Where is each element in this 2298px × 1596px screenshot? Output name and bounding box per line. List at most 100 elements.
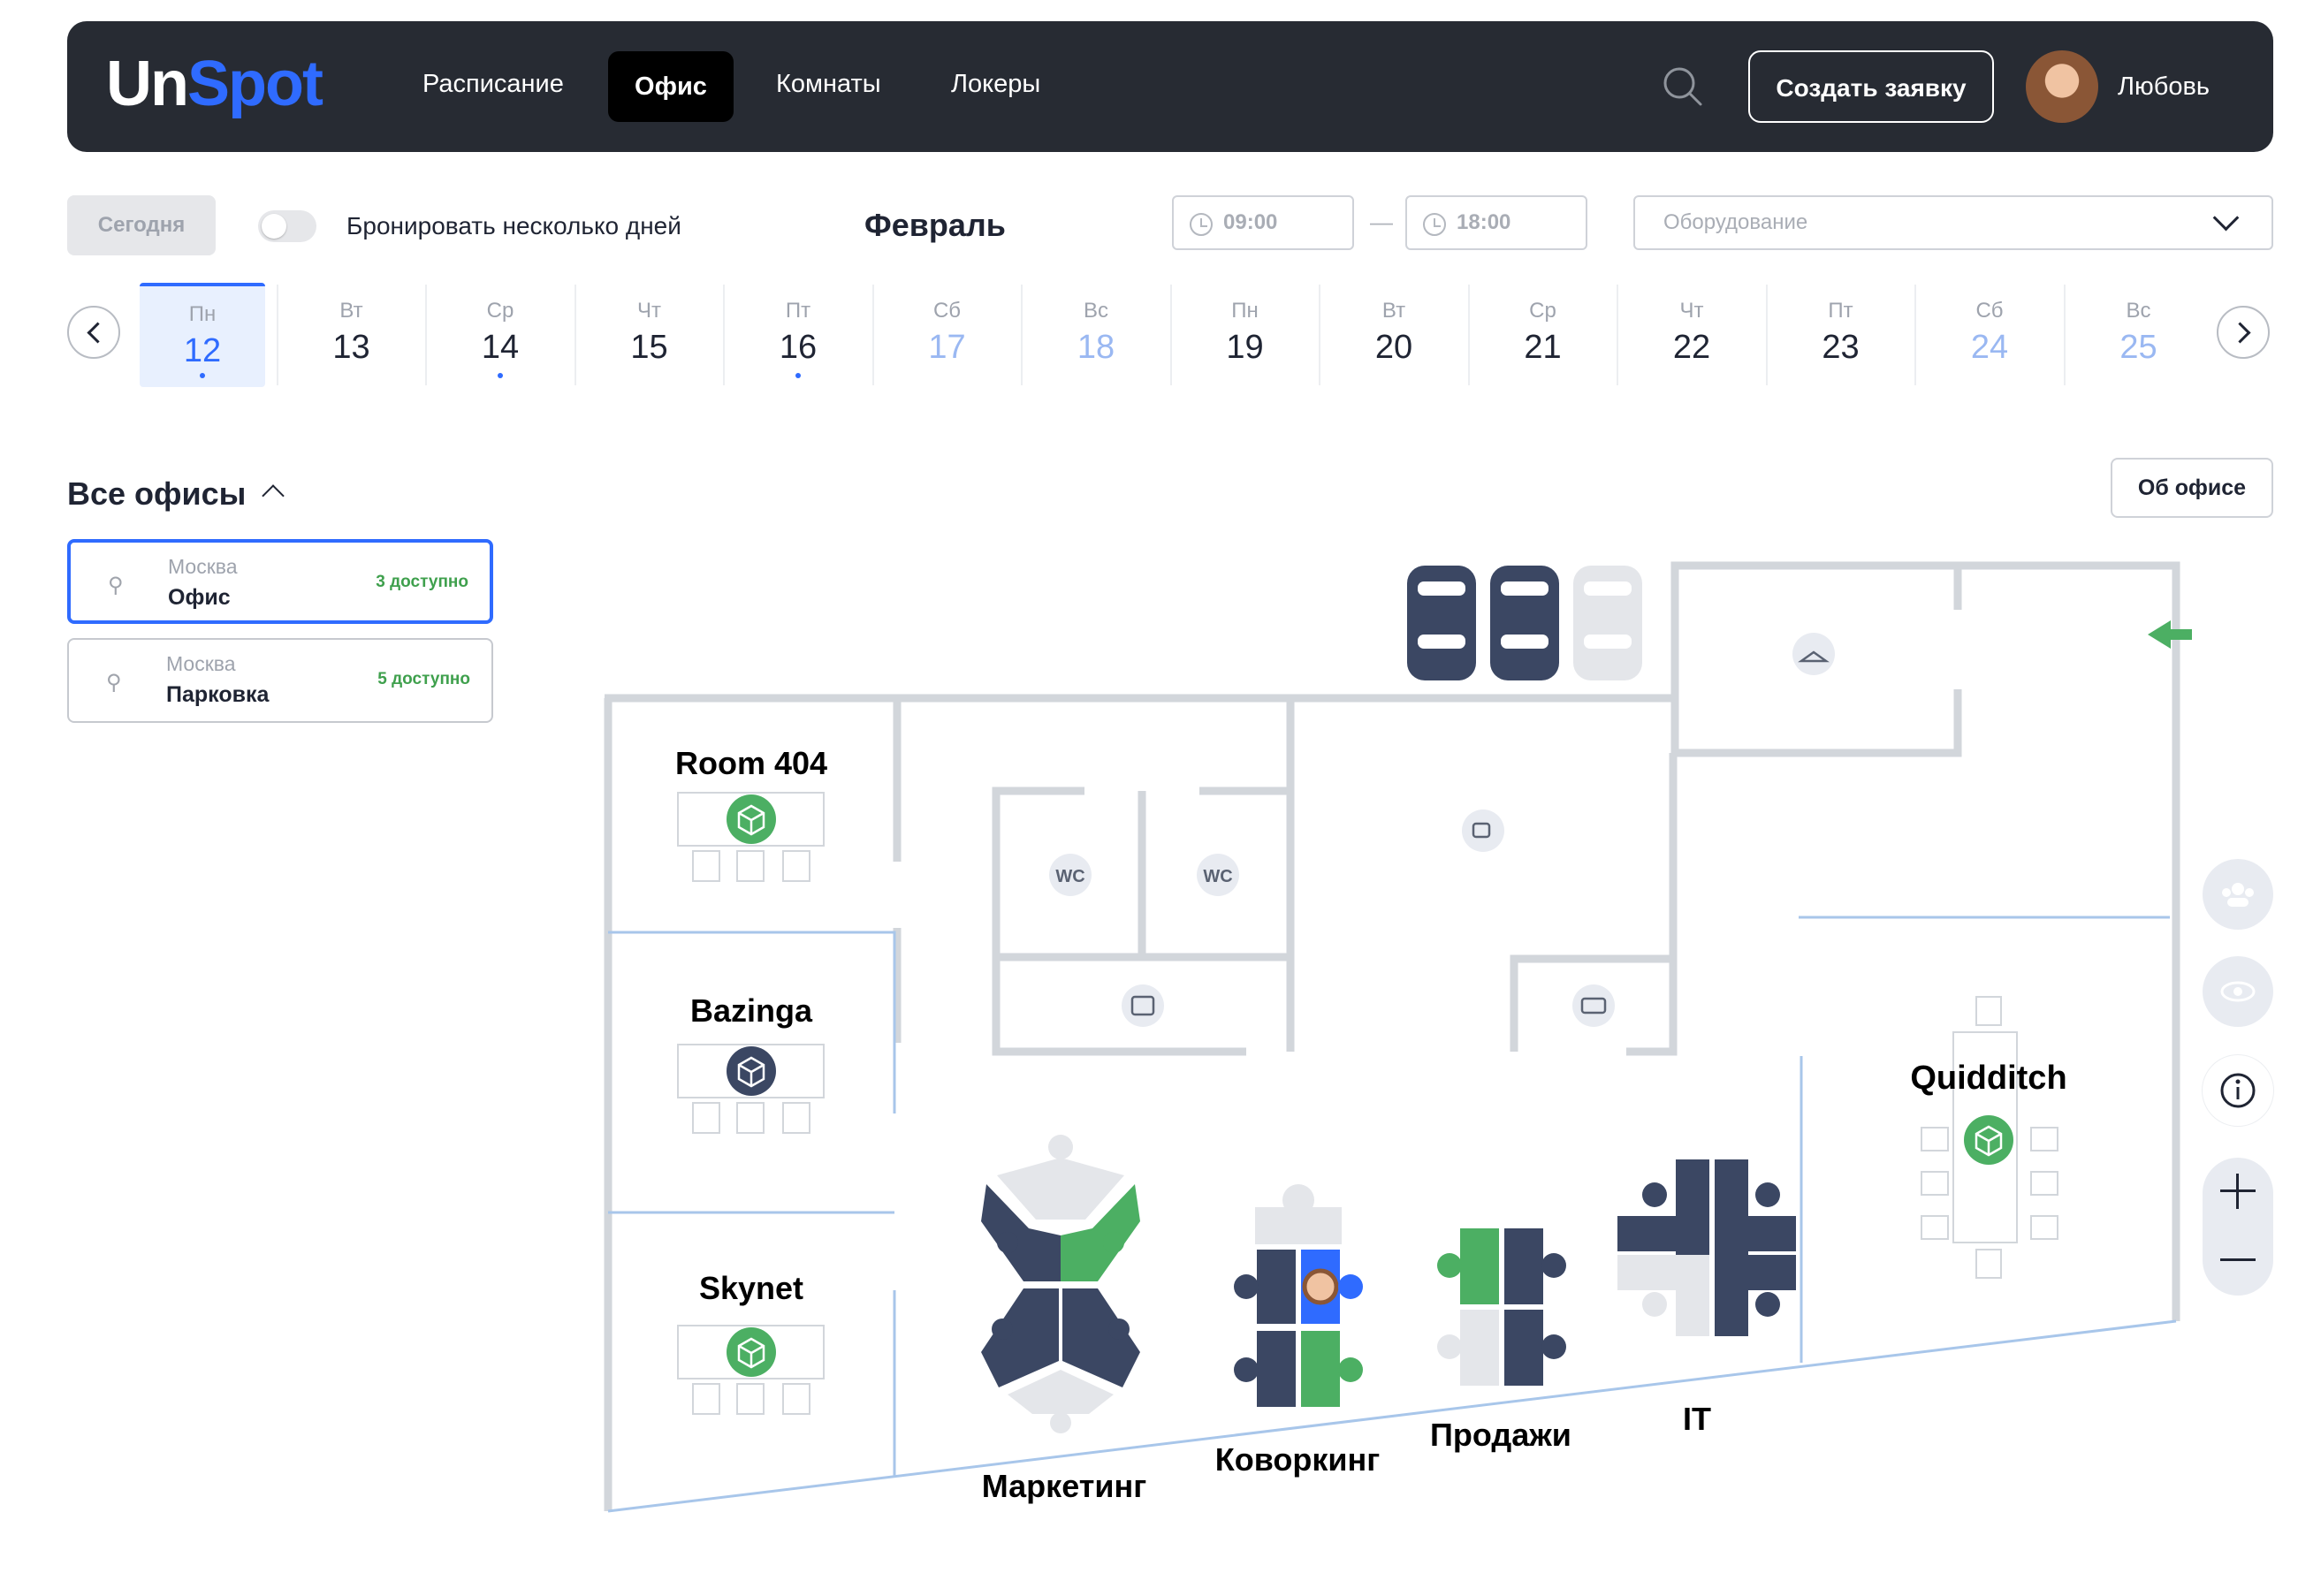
chair xyxy=(1755,1292,1780,1317)
search-icon[interactable] xyxy=(1662,65,1704,108)
chair xyxy=(1282,1184,1314,1216)
desk-free[interactable] xyxy=(1460,1310,1499,1386)
info-button[interactable] xyxy=(2203,1055,2273,1126)
time-to-field[interactable]: 18:00 xyxy=(1405,195,1587,250)
booking-dot xyxy=(200,373,205,378)
desk-available[interactable] xyxy=(1301,1331,1340,1407)
office-name: Парковка xyxy=(166,682,270,707)
desk-occupied[interactable] xyxy=(1504,1228,1543,1304)
nav-schedule[interactable]: Расписание xyxy=(422,70,564,98)
desk-available[interactable] xyxy=(1460,1228,1499,1304)
car-window xyxy=(1501,581,1548,596)
people-filter-button[interactable] xyxy=(2203,859,2273,930)
visibility-toggle-button[interactable] xyxy=(2203,956,2273,1027)
coworking-zone: Коворкинг xyxy=(1215,1184,1381,1478)
chair xyxy=(1338,1274,1363,1299)
desk-available[interactable] xyxy=(1061,1184,1140,1281)
desk-occupied[interactable] xyxy=(1257,1331,1296,1407)
office-card-office[interactable]: ⚲ Москва Офис 3 доступно xyxy=(67,539,493,624)
unspot-logo[interactable]: UnSpot xyxy=(106,49,323,119)
user-avatar[interactable] xyxy=(2026,50,2098,123)
day-of-week: Чт xyxy=(1679,299,1704,323)
desk-free[interactable] xyxy=(997,1158,1124,1220)
office-name: Офис xyxy=(168,585,231,610)
office-card-parking[interactable]: ⚲ Москва Парковка 5 доступно xyxy=(67,638,493,723)
time-range-dash: — xyxy=(1370,209,1393,235)
day-number: 19 xyxy=(1226,329,1264,366)
day-separator xyxy=(1319,285,1320,385)
chair xyxy=(1541,1334,1566,1359)
equipment-select[interactable]: Оборудование xyxy=(1633,195,2273,250)
entrance-arrow-icon xyxy=(2148,620,2192,649)
top-navigation-bar xyxy=(67,21,2273,152)
day-number: 22 xyxy=(1672,329,1711,366)
about-office-button[interactable]: Об офисе xyxy=(2111,458,2273,518)
time-from-field[interactable]: 09:00 xyxy=(1172,195,1354,250)
desk-occupied[interactable] xyxy=(1062,1288,1140,1387)
clock-icon xyxy=(1423,213,1446,236)
day-number: 15 xyxy=(630,329,668,366)
day-separator xyxy=(1467,285,1470,385)
day-cell[interactable]: Чт 15 xyxy=(587,283,712,387)
desk-occupied[interactable] xyxy=(981,1184,1061,1281)
day-of-week: Чт xyxy=(637,299,661,323)
box-shape xyxy=(1130,995,1155,1016)
desk-occupied[interactable] xyxy=(1715,1255,1748,1336)
wall xyxy=(1510,753,1678,1052)
chair xyxy=(1755,1182,1780,1207)
day-of-week: Вт xyxy=(339,299,363,323)
user-avatar-marker[interactable] xyxy=(1302,1268,1339,1305)
desk-occupied[interactable] xyxy=(1617,1216,1708,1251)
room-quidditch[interactable]: Quidditch xyxy=(1910,996,2067,1279)
nav-rooms[interactable]: Комнаты xyxy=(776,70,881,98)
coffee-icon xyxy=(1462,809,1504,852)
prev-days-button[interactable] xyxy=(67,306,120,359)
chair xyxy=(1642,1182,1667,1207)
day-number: 17 xyxy=(928,329,966,366)
room-bazinga[interactable]: Bazinga xyxy=(677,992,825,1134)
zoom-controls xyxy=(2203,1158,2273,1296)
desk-occupied[interactable] xyxy=(1504,1310,1543,1386)
booking-dot xyxy=(498,373,503,378)
wall xyxy=(1670,689,1962,757)
day-of-week: Вт xyxy=(1381,299,1406,323)
time-from-value: 09:00 xyxy=(1223,210,1278,234)
next-days-button[interactable] xyxy=(2217,306,2270,359)
nav-office[interactable]: Офис xyxy=(608,51,734,122)
zone-name: Продажи xyxy=(1430,1417,1571,1453)
nav-lockers[interactable]: Локеры xyxy=(951,70,1041,98)
day-cell[interactable]: Чт 22 xyxy=(1629,283,1754,387)
wc-icon xyxy=(1197,854,1239,896)
today-button[interactable]: Сегодня xyxy=(67,195,216,255)
desk-occupied[interactable] xyxy=(1716,1216,1796,1251)
user-name[interactable]: Любовь xyxy=(2118,72,2210,101)
room-404[interactable]: Room 404 xyxy=(675,745,827,882)
desk-free[interactable] xyxy=(1008,1370,1114,1414)
zoom-in-icon[interactable] xyxy=(2236,1174,2239,1209)
day-separator xyxy=(276,285,278,385)
zone-name: Коворкинг xyxy=(1215,1441,1381,1478)
all-offices-heading[interactable]: Все офисы xyxy=(67,475,247,512)
chair xyxy=(782,1383,810,1415)
room-skynet[interactable]: Skynet xyxy=(677,1270,825,1415)
desk-occupied[interactable] xyxy=(1257,1250,1296,1324)
day-of-week: Пт xyxy=(1828,299,1853,323)
multi-days-toggle[interactable] xyxy=(258,210,316,242)
people-icon xyxy=(2222,883,2254,907)
zoom-out-icon[interactable] xyxy=(2220,1258,2256,1261)
desk-occupied[interactable] xyxy=(981,1288,1059,1387)
create-request-button[interactable]: Создать заявку xyxy=(1748,50,1994,123)
desk-free[interactable] xyxy=(1676,1255,1709,1336)
